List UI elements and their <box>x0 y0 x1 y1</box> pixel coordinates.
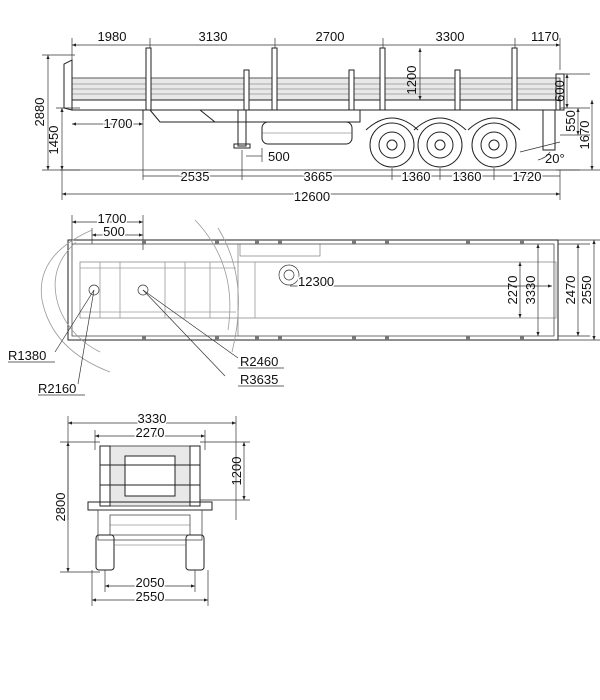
top-width-2470: 2470 <box>563 276 578 305</box>
top-view: 1700 500 <box>8 210 600 396</box>
side-rear-height-lower: 550 <box>563 110 578 132</box>
side-coupling-height: 1450 <box>46 126 61 155</box>
top-radius-r1380: R1380 <box>8 348 46 363</box>
side-wheels <box>369 122 517 168</box>
side-bottom-dim-4: 1360 <box>453 169 482 184</box>
top-inner-width: 2270 <box>505 276 520 305</box>
top-radius-r3635: R3635 <box>240 372 278 387</box>
top-king-pin-dim: 1700 <box>98 211 127 226</box>
front-height: 2800 <box>53 493 68 522</box>
side-top-dim-1: 1980 <box>98 29 127 44</box>
side-departure-angle: 20° <box>545 151 565 166</box>
side-top-dim-4: 3300 <box>436 29 465 44</box>
front-width-2550: 2550 <box>136 589 165 604</box>
side-top-dim-3: 2700 <box>316 29 345 44</box>
side-stake-height: 1200 <box>404 66 419 95</box>
front-stake-height: 1200 <box>229 457 244 486</box>
side-top-dim-2: 3130 <box>199 29 228 44</box>
top-landing-gear-dim: 500 <box>103 224 125 239</box>
front-width-2270: 2270 <box>136 425 165 440</box>
front-view: 3330 2270 1200 2800 <box>53 410 250 606</box>
side-bottom-dim-2: 3665 <box>304 169 333 184</box>
side-bottom-dim-1: 2535 <box>181 169 210 184</box>
side-total-height: 2880 <box>32 98 47 127</box>
side-top-dim-5: 1170 <box>531 29 559 44</box>
side-landing-gear-offset: 500 <box>268 149 290 164</box>
side-view: 1980 3130 2700 3300 1170 2880 1450 <box>32 29 600 206</box>
side-rear-height-upper: 600 <box>552 80 567 102</box>
side-bottom-dim-3: 1360 <box>402 169 431 184</box>
side-total-length: 12600 <box>294 189 330 204</box>
top-radius-r2160: R2160 <box>38 381 76 396</box>
front-track-2050: 2050 <box>136 575 165 590</box>
top-outer-width: 3330 <box>523 276 538 305</box>
side-king-pin-offset: 1700 <box>104 116 133 131</box>
side-rear-total-height: 1670 <box>577 121 592 150</box>
front-width-3330: 3330 <box>138 411 167 426</box>
top-width-2550: 2550 <box>579 276 594 305</box>
side-bottom-dim-5: 1720 <box>513 169 542 184</box>
top-inner-length: 12300 <box>298 274 334 289</box>
top-radius-r2460: R2460 <box>240 354 278 369</box>
